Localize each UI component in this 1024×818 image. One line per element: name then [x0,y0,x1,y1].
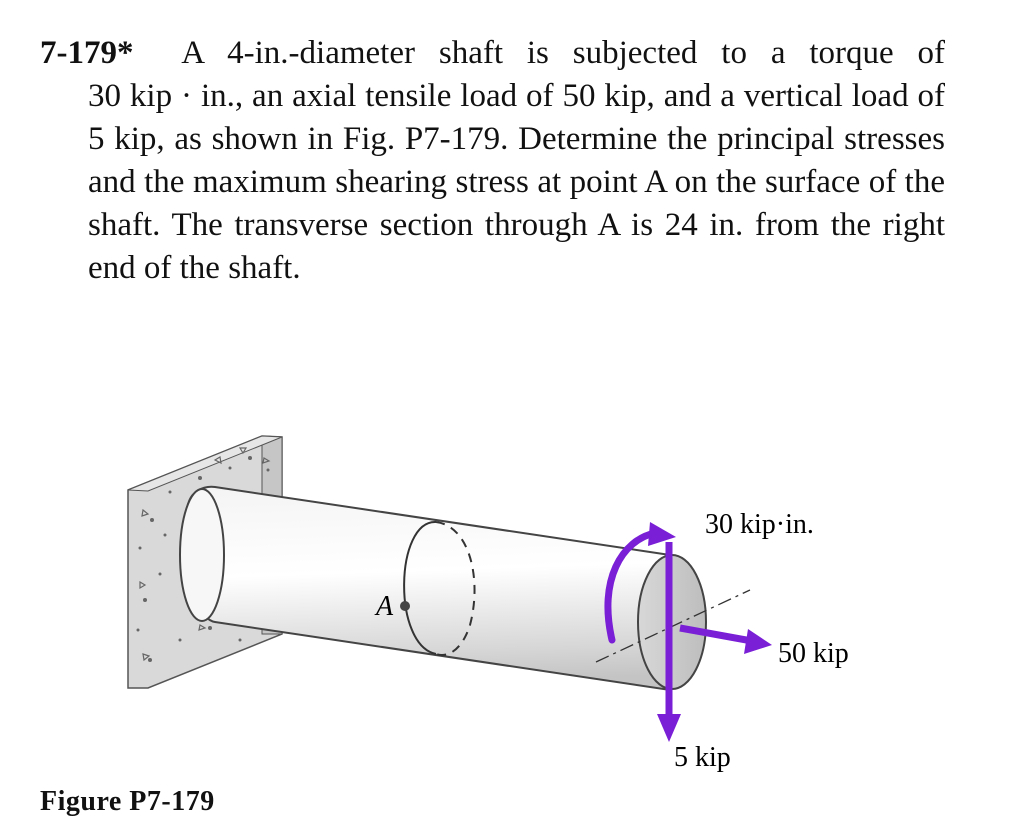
problem-statement: 7-179* A 4-in.-diameter shaft is subject… [40,32,945,290]
shaft [179,485,707,692]
point-a-marker [400,601,410,611]
problem-line-4: and the maximum shearing stress at point… [88,164,945,200]
section-circle [435,521,476,656]
problem-line-2: 30 kip · in., an axial tensile load of 5… [88,78,945,114]
centerline [595,589,751,663]
torque-label: 30 kip·in. [705,509,814,540]
problem-line-5: shaft. The transverse section through A … [88,207,945,243]
problem-line-3: 5 kip, as shown in Fig. P7-179. Determin… [88,121,945,157]
point-a-label: A [374,591,394,622]
vertical-load-arrow [657,542,681,742]
problem-line-1: 7-179* A 4-in.-diameter shaft is subject… [40,35,946,71]
problem-number: 7-179* [40,35,134,71]
axial-load-arrow [679,624,772,654]
axial-load-label: 50 kip [778,638,849,669]
torque-arrow [604,522,676,644]
figure-caption: Figure P7-179 [40,786,215,817]
problem-line-6: end of the shaft. [88,250,301,286]
vertical-load-label: 5 kip [674,742,731,773]
